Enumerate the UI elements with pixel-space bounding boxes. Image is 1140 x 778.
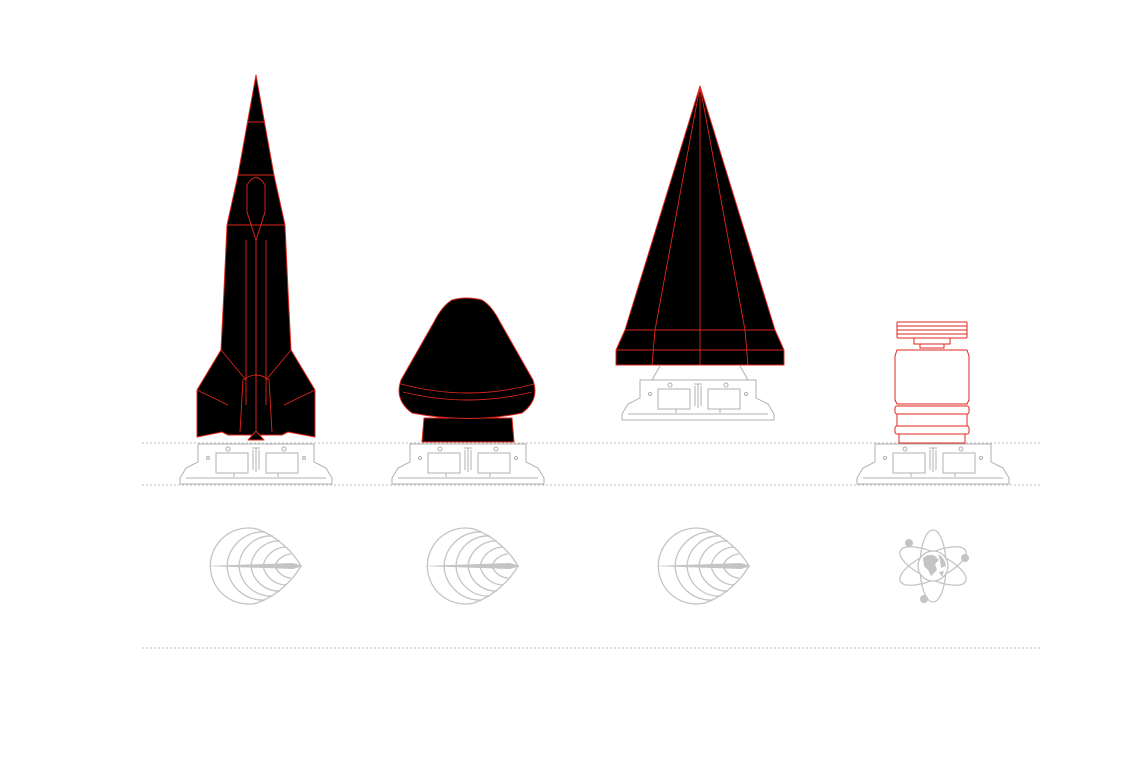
propulsion-wave-icon (421, 527, 521, 605)
atom-globe-icon (899, 529, 969, 603)
launch-stand-rocket (179, 443, 333, 485)
reactor-module-shape (894, 321, 970, 444)
vehicle-reactor-module[interactable] (856, 321, 1010, 603)
launch-stand-cone (621, 379, 775, 421)
launch-stand-reactor (856, 443, 1010, 485)
propulsion-wave-icon (204, 527, 304, 605)
vehicle-rocket[interactable] (179, 74, 333, 605)
propulsion-wave-icon (652, 527, 752, 605)
cone-shape (615, 85, 785, 366)
capsule-shape (398, 297, 536, 443)
vehicle-cone[interactable] (615, 85, 785, 605)
cone-mount-struts (651, 365, 749, 381)
vehicle-capsule[interactable] (391, 297, 545, 605)
launch-stand-capsule (391, 443, 545, 485)
rocket-shape (196, 74, 316, 441)
